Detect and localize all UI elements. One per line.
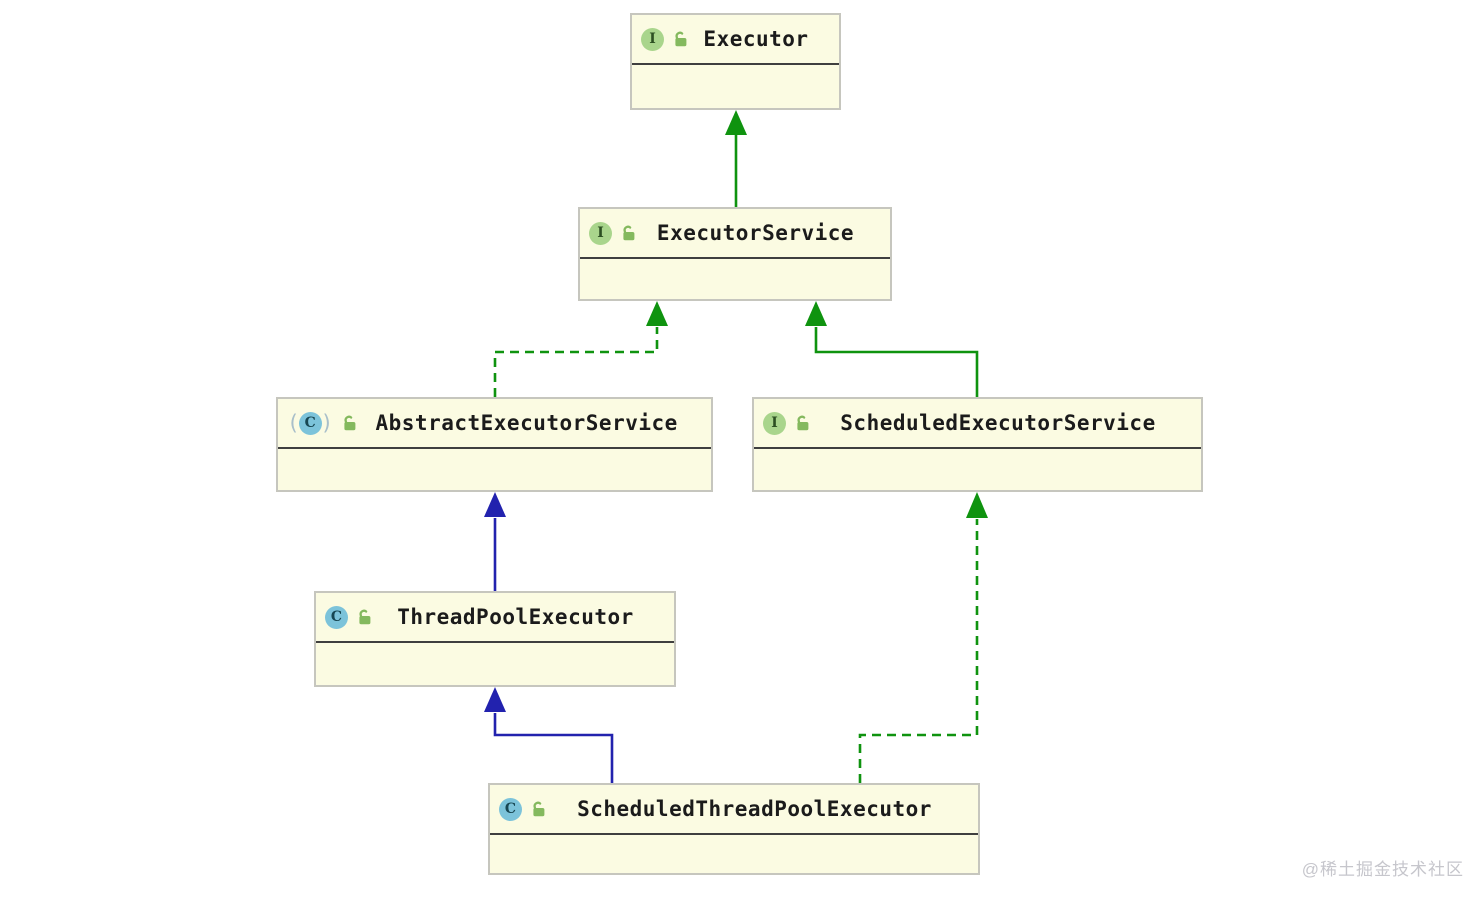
class-icon: C <box>325 605 348 629</box>
node-thread-pool-executor-body <box>316 643 674 685</box>
node-executor-service[interactable]: I ExecutorService <box>578 207 892 301</box>
interface-badge-letter: I <box>641 27 664 51</box>
node-executor-label: Executor <box>703 27 809 51</box>
edge-threadpoolexecutor-extends-abstractexecutorservice[interactable] <box>484 492 506 591</box>
node-abstract-executor-service-label: AbstractExecutorService <box>375 411 678 435</box>
public-lock-icon <box>675 31 687 47</box>
interface-badge-letter: I <box>589 221 612 245</box>
interface-icon: I <box>589 221 612 245</box>
class-badge-letter: C <box>499 797 522 821</box>
node-executor-service-header: I ExecutorService <box>580 209 890 259</box>
class-badge-letter: C <box>298 411 322 435</box>
edge-abstractexecutorservice-implements-executorservice[interactable] <box>493 301 668 397</box>
node-abstract-executor-service-body <box>278 449 711 490</box>
edge-scheduledexecutorservice-extends-executorservice[interactable] <box>805 301 979 397</box>
public-lock-icon <box>533 801 545 817</box>
arrowhead-icon <box>484 687 506 712</box>
node-scheduled-executor-service-label: ScheduledExecutorService <box>840 411 1156 435</box>
arrowhead-icon <box>725 110 747 135</box>
interface-icon: I <box>763 411 786 435</box>
arrowhead-icon <box>484 492 506 517</box>
edge-scheduledthreadpoolexecutor-implements-scheduledexecutorservice[interactable] <box>858 492 988 783</box>
node-thread-pool-executor[interactable]: C ThreadPoolExecutor <box>314 591 676 687</box>
node-executor-service-body <box>580 259 890 299</box>
arrowhead-icon <box>966 492 988 518</box>
node-scheduled-thread-pool-executor-label: ScheduledThreadPoolExecutor <box>577 797 932 821</box>
edge-executorservice-extends-executor[interactable] <box>725 110 747 207</box>
watermark: @稀土掘金技术社区 <box>1301 860 1464 879</box>
node-executor-header: I Executor <box>632 15 839 65</box>
node-scheduled-executor-service-header: I ScheduledExecutorService <box>754 399 1201 449</box>
public-lock-icon <box>623 225 635 241</box>
node-thread-pool-executor-header: C ThreadPoolExecutor <box>316 593 674 643</box>
class-icon: C <box>499 797 522 821</box>
interface-badge-letter: I <box>763 411 786 435</box>
abstract-class-icon: C <box>287 411 333 435</box>
public-lock-icon <box>797 415 809 431</box>
node-executor-body <box>632 65 839 108</box>
node-executor[interactable]: I Executor <box>630 13 841 110</box>
node-thread-pool-executor-label: ThreadPoolExecutor <box>397 605 634 629</box>
node-scheduled-thread-pool-executor-body <box>490 835 978 873</box>
public-lock-icon <box>359 609 371 625</box>
arrowhead-icon <box>805 301 827 326</box>
edge-scheduledthreadpoolexecutor-extends-threadpoolexecutor[interactable] <box>484 687 614 783</box>
class-badge-letter: C <box>325 605 348 629</box>
node-scheduled-thread-pool-executor-header: C ScheduledThreadPoolExecutor <box>490 785 978 835</box>
node-scheduled-executor-service[interactable]: I ScheduledExecutorService <box>752 397 1203 492</box>
node-executor-service-label: ExecutorService <box>656 221 855 245</box>
node-abstract-executor-service[interactable]: C AbstractExecutorService <box>276 397 713 492</box>
node-scheduled-executor-service-body <box>754 449 1201 490</box>
node-scheduled-thread-pool-executor[interactable]: C ScheduledThreadPoolExecutor <box>488 783 980 875</box>
arrowhead-icon <box>646 301 668 326</box>
node-abstract-executor-service-header: C AbstractExecutorService <box>278 399 711 449</box>
public-lock-icon <box>344 415 356 431</box>
interface-icon: I <box>641 27 664 51</box>
